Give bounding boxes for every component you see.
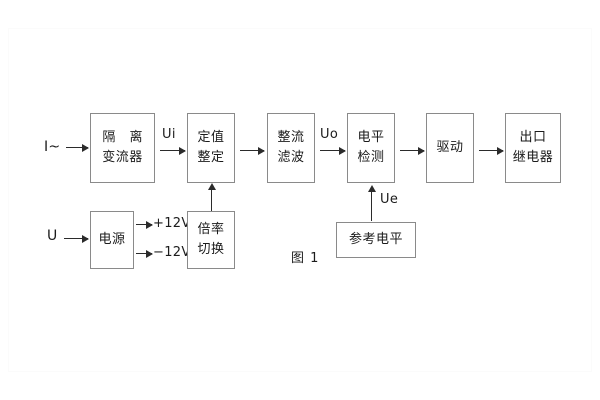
- arrow-input-to-power-supply: [64, 234, 89, 243]
- signal-label-ue: Ue: [380, 192, 399, 207]
- arrow-rectify-filter-to-level-detect: [320, 146, 346, 155]
- block-isolation-ct[interactable]: 隔 离 变流器: [90, 113, 155, 183]
- arrow-level-detect-to-driver: [400, 146, 425, 155]
- block-ratio-switch-line-1: 倍率: [197, 221, 225, 237]
- block-setting-line-1: 定值: [197, 129, 225, 145]
- label-rail-negative: −12V: [153, 245, 191, 260]
- block-rectify-filter-line-1: 整流: [277, 129, 305, 145]
- arrow-input-to-isolation-ct: [66, 143, 89, 152]
- block-level-detect[interactable]: 电平 检测: [347, 113, 395, 183]
- block-ratio-switch[interactable]: 倍率 切换: [187, 211, 235, 269]
- arrow-setting-to-rectify-filter: [240, 146, 265, 155]
- block-isolation-ct-line-1: 隔 离: [102, 129, 148, 145]
- figure-caption: 图 1: [291, 251, 320, 266]
- arrow-reference-level-to-level-detect: [367, 185, 376, 221]
- block-level-detect-line-1: 电平: [357, 129, 385, 145]
- input-voltage-label: U: [47, 228, 58, 244]
- block-rectify-filter[interactable]: 整流 滤波: [267, 113, 315, 183]
- input-current-label: I~: [44, 139, 61, 155]
- block-reference-level[interactable]: 参考电平: [336, 222, 416, 258]
- block-level-detect-line-2: 检测: [357, 150, 385, 165]
- arrow-power-rail-positive: [136, 220, 153, 229]
- block-reference-level-line-1: 参考电平: [348, 231, 403, 247]
- block-output-relay-line-1: 出口: [519, 129, 547, 145]
- arrow-driver-to-output-relay: [479, 146, 504, 155]
- block-isolation-ct-line-2: 变流器: [102, 150, 143, 165]
- block-power-supply[interactable]: 电源: [90, 211, 134, 269]
- label-rail-positive: +12V: [153, 216, 191, 231]
- block-output-relay[interactable]: 出口 继电器: [505, 113, 561, 183]
- arrow-ratio-switch-to-setting: [207, 183, 216, 211]
- block-ratio-switch-line-2: 切换: [197, 242, 225, 257]
- block-driver-line-1: 驱动: [436, 139, 464, 155]
- block-setting[interactable]: 定值 整定: [187, 113, 235, 183]
- block-rectify-filter-line-2: 滤波: [277, 150, 305, 165]
- block-driver[interactable]: 驱动: [426, 113, 474, 183]
- block-output-relay-line-2: 继电器: [512, 150, 554, 165]
- diagram-frame: [8, 28, 592, 372]
- arrow-power-rail-negative: [136, 249, 153, 258]
- signal-label-ui: Ui: [162, 127, 176, 142]
- signal-label-uo: Uo: [320, 127, 339, 142]
- arrow-isolation-ct-to-setting: [160, 146, 186, 155]
- block-setting-line-2: 整定: [197, 150, 225, 165]
- block-power-supply-line-1: 电源: [98, 231, 126, 247]
